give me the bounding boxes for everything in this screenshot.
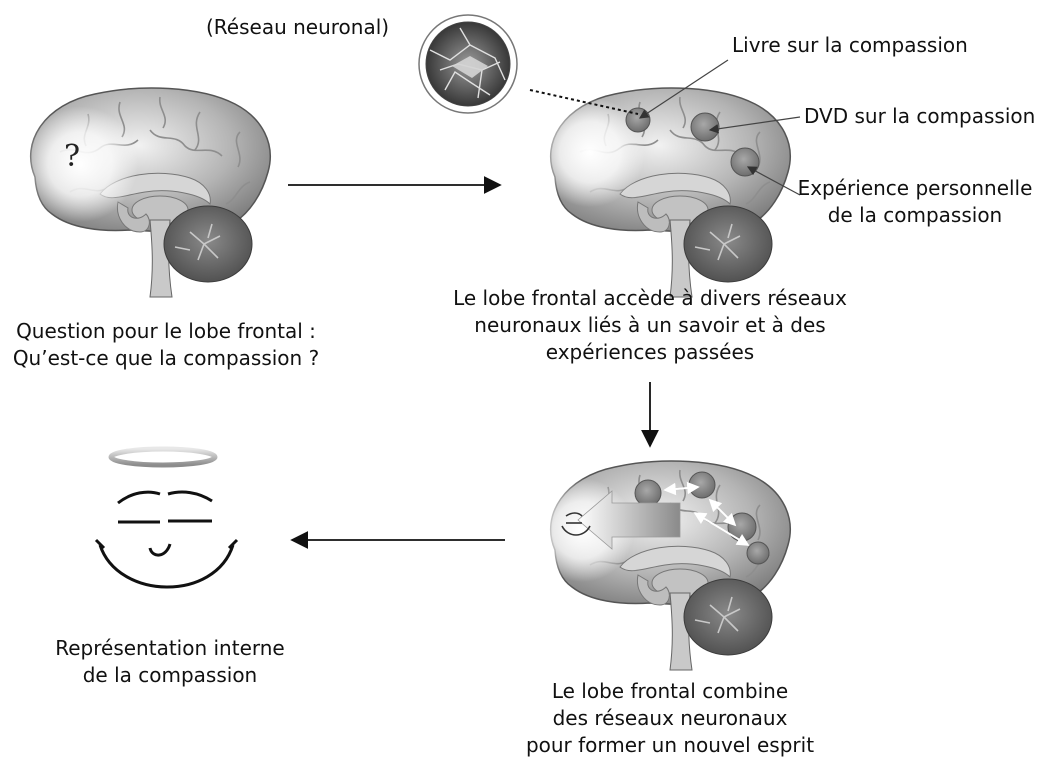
experience-label-line2: de la compassion [780,202,1050,229]
combine-caption: Le lobe frontal combine des réseaux neur… [490,678,850,759]
combine-caption-line1: Le lobe frontal combine [490,678,850,705]
question-caption-line1: Question pour le lobe frontal : [0,318,332,345]
representation-caption: Représentation interne de la compassion [20,635,320,689]
combine-caption-line2: des réseaux neuronaux [490,705,850,732]
neural-network-image [419,15,517,113]
question-mark-glyph: ? [64,139,80,174]
neural-network-label: (Réseau neuronal) [206,14,389,41]
access-caption-line1: Le lobe frontal accède à divers réseaux [430,285,870,312]
access-caption: Le lobe frontal accède à divers réseaux … [430,285,870,366]
representation-caption-line2: de la compassion [20,662,320,689]
brain-illustration-combine [530,461,790,670]
access-caption-line3: expériences passées [430,339,870,366]
combine-caption-line3: pour former un nouvel esprit [490,732,850,759]
brain-illustration-question [22,88,270,297]
dvd-label: DVD sur la compassion [804,103,1035,130]
question-caption: Question pour le lobe frontal : Qu’est-c… [0,318,332,372]
experience-label: Expérience personnelle de la compassion [780,175,1050,229]
smiley-face-icon [96,449,237,587]
experience-label-line1: Expérience personnelle [780,175,1050,202]
access-caption-line2: neuronaux liés à un savoir et à des [430,312,870,339]
representation-caption-line1: Représentation interne [20,635,320,662]
book-label: Livre sur la compassion [732,32,968,59]
question-caption-line2: Qu’est-ce que la compassion ? [0,345,332,372]
brain-illustration-access [535,88,790,297]
